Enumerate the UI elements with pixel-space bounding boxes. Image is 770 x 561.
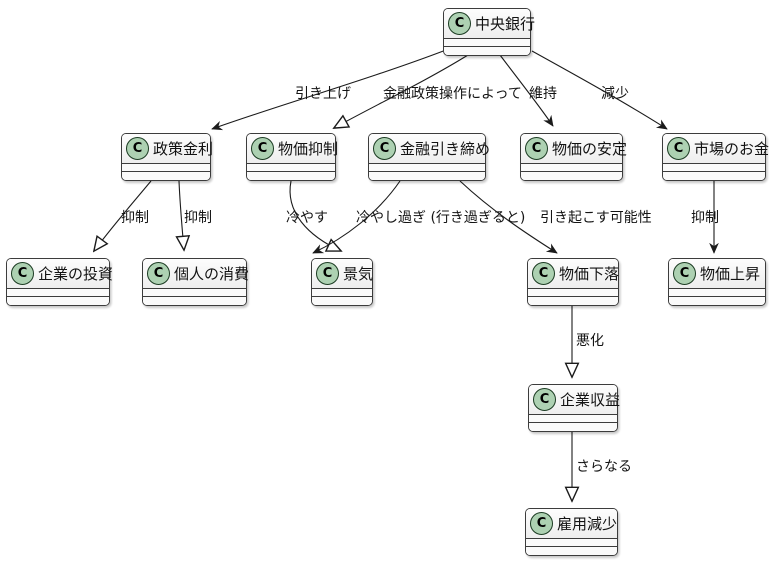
edge-label-suppress-prices: 抑制 <box>691 210 719 226</box>
fields-compartment <box>122 164 210 172</box>
node-corporate-earnings: C 企業収益 <box>528 384 621 432</box>
node-label: 物価上昇 <box>700 265 761 283</box>
fields-compartment <box>444 39 530 47</box>
methods-compartment <box>312 297 372 305</box>
node-price-rise: C 物価上昇 <box>668 258 766 306</box>
fields-compartment <box>247 164 335 172</box>
methods-compartment <box>444 47 530 55</box>
class-icon: C <box>373 137 396 160</box>
class-icon: C <box>673 262 696 285</box>
node-monetary-tightening: C 金融引き締め <box>368 133 490 181</box>
methods-compartment <box>526 547 617 555</box>
edge-label-via-monetary-policy: 金融政策操作によって <box>383 86 522 102</box>
edge-label-overcool: 冷やし過ぎ (行き過ぎると) <box>356 210 526 226</box>
class-icon: C <box>525 137 548 160</box>
edge-tightening-pricedecline <box>459 180 558 254</box>
edge-pricesuppression-economy <box>289 180 341 251</box>
class-icon: C <box>532 262 555 285</box>
fields-compartment <box>369 164 485 172</box>
edge-centralbank-marketmoney <box>531 50 668 130</box>
fields-compartment <box>312 289 372 297</box>
class-icon: C <box>316 262 339 285</box>
class-icon: C <box>667 137 690 160</box>
fields-compartment <box>526 539 617 547</box>
node-label: 企業の投資 <box>38 265 114 283</box>
edge-centralbank-policyrate <box>211 49 447 131</box>
edge-tightening-economy <box>312 180 401 254</box>
node-label: 物価下落 <box>559 265 620 283</box>
node-label: 景気 <box>343 265 374 283</box>
methods-compartment <box>669 297 765 305</box>
class-icon: C <box>533 388 556 411</box>
class-icon: C <box>251 137 274 160</box>
node-policy-rate: C 政策金利 <box>121 133 214 181</box>
class-icon: C <box>448 12 471 35</box>
edge-label-raise: 引き上げ <box>295 86 351 102</box>
fields-compartment <box>7 289 109 297</box>
edge-centralbank-pricestability <box>499 54 554 127</box>
node-employment-decline: C 雇用減少 <box>525 508 618 556</box>
node-label: 金融引き締め <box>400 140 491 158</box>
edge-label-further: さらなる <box>576 459 632 475</box>
node-price-stability: C 物価の安定 <box>520 133 627 181</box>
node-label: 政策金利 <box>153 140 214 158</box>
node-central-bank: C 中央銀行 <box>443 8 535 56</box>
edge-label-worsen: 悪化 <box>576 333 604 349</box>
node-label: 中央銀行 <box>475 15 536 33</box>
edge-centralbank-pricesuppression <box>334 54 469 128</box>
class-icon: C <box>126 137 149 160</box>
node-label: 企業収益 <box>560 391 621 409</box>
methods-compartment <box>7 297 109 305</box>
fields-compartment <box>143 289 246 297</box>
node-price-decline: C 物価下落 <box>527 258 619 306</box>
node-label: 雇用減少 <box>557 515 618 533</box>
node-label: 物価の安定 <box>552 140 628 158</box>
class-icon: C <box>530 512 553 535</box>
edge-label-decrease: 減少 <box>601 86 629 102</box>
node-economy: C 景気 <box>311 258 373 306</box>
methods-compartment <box>521 172 622 180</box>
node-corporate-investment: C 企業の投資 <box>6 258 114 306</box>
methods-compartment <box>247 172 335 180</box>
edge-label-maintain: 維持 <box>529 86 557 102</box>
methods-compartment <box>122 172 210 180</box>
fields-compartment <box>669 289 765 297</box>
edge-label-cool: 冷やす <box>286 210 328 226</box>
edge-label-suppress-investment: 抑制 <box>121 210 149 226</box>
class-icon: C <box>11 262 34 285</box>
edge-label-may-cause: 引き起こす可能性 <box>540 210 652 226</box>
methods-compartment <box>529 423 617 431</box>
node-label: 個人の消費 <box>174 265 250 283</box>
fields-compartment <box>663 164 765 172</box>
edge-label-suppress-consumption: 抑制 <box>184 210 212 226</box>
methods-compartment <box>663 172 765 180</box>
fields-compartment <box>529 415 617 423</box>
methods-compartment <box>369 172 485 180</box>
node-personal-consumption: C 個人の消費 <box>142 258 250 306</box>
node-market-money: C 市場のお金 <box>662 133 770 181</box>
node-label: 市場のお金 <box>694 140 770 158</box>
edge-policyrate-personalconsumption <box>179 180 184 250</box>
class-icon: C <box>147 262 170 285</box>
fields-compartment <box>528 289 618 297</box>
node-label: 物価抑制 <box>278 140 339 158</box>
edge-policyrate-corporateinvestment <box>94 180 152 251</box>
node-price-suppression: C 物価抑制 <box>246 133 339 181</box>
fields-compartment <box>521 164 622 172</box>
methods-compartment <box>528 297 618 305</box>
methods-compartment <box>143 297 246 305</box>
